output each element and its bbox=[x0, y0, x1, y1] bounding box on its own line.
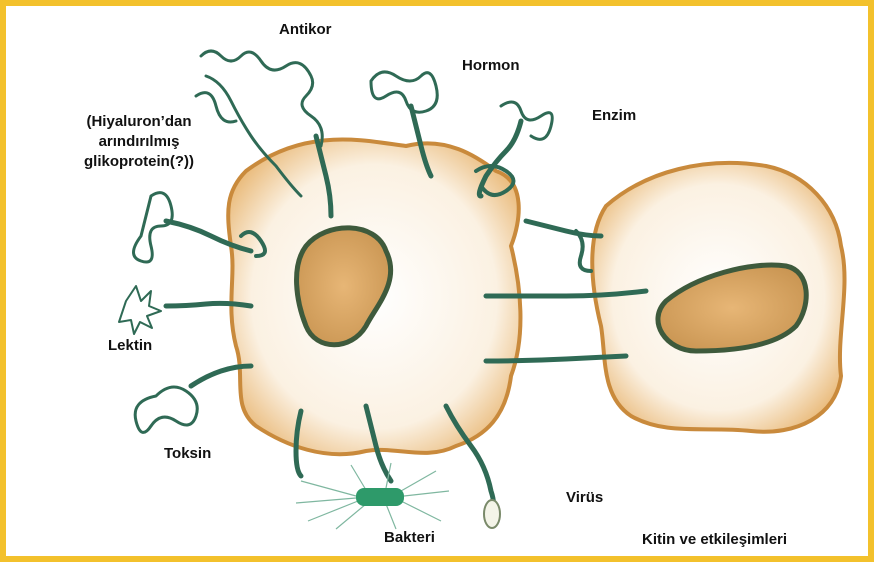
label-glycoprotein: (Hiyaluron’dan arındırılmış glikoprotein… bbox=[54, 112, 224, 172]
label-glycoprotein-line3: glikoprotein(?)) bbox=[54, 152, 224, 172]
label-enzyme: Enzim bbox=[592, 106, 636, 126]
label-lectin: Lektin bbox=[108, 336, 152, 356]
virus bbox=[484, 500, 500, 528]
label-glycoprotein-line2: arındırılmış bbox=[54, 132, 224, 152]
label-hormone: Hormon bbox=[462, 56, 520, 76]
label-glycoprotein-line1: (Hiyaluron’dan bbox=[54, 112, 224, 132]
label-bacteria: Bakteri bbox=[384, 528, 435, 548]
bacterium bbox=[296, 463, 449, 529]
cell-interaction-illustration bbox=[6, 6, 874, 568]
label-antibody: Antikor bbox=[279, 20, 332, 40]
toxin-molecule bbox=[135, 366, 251, 432]
label-virus: Virüs bbox=[566, 488, 603, 508]
label-toxin: Toksin bbox=[164, 444, 211, 464]
caption: Kitin ve etkileşimleri bbox=[642, 530, 787, 550]
